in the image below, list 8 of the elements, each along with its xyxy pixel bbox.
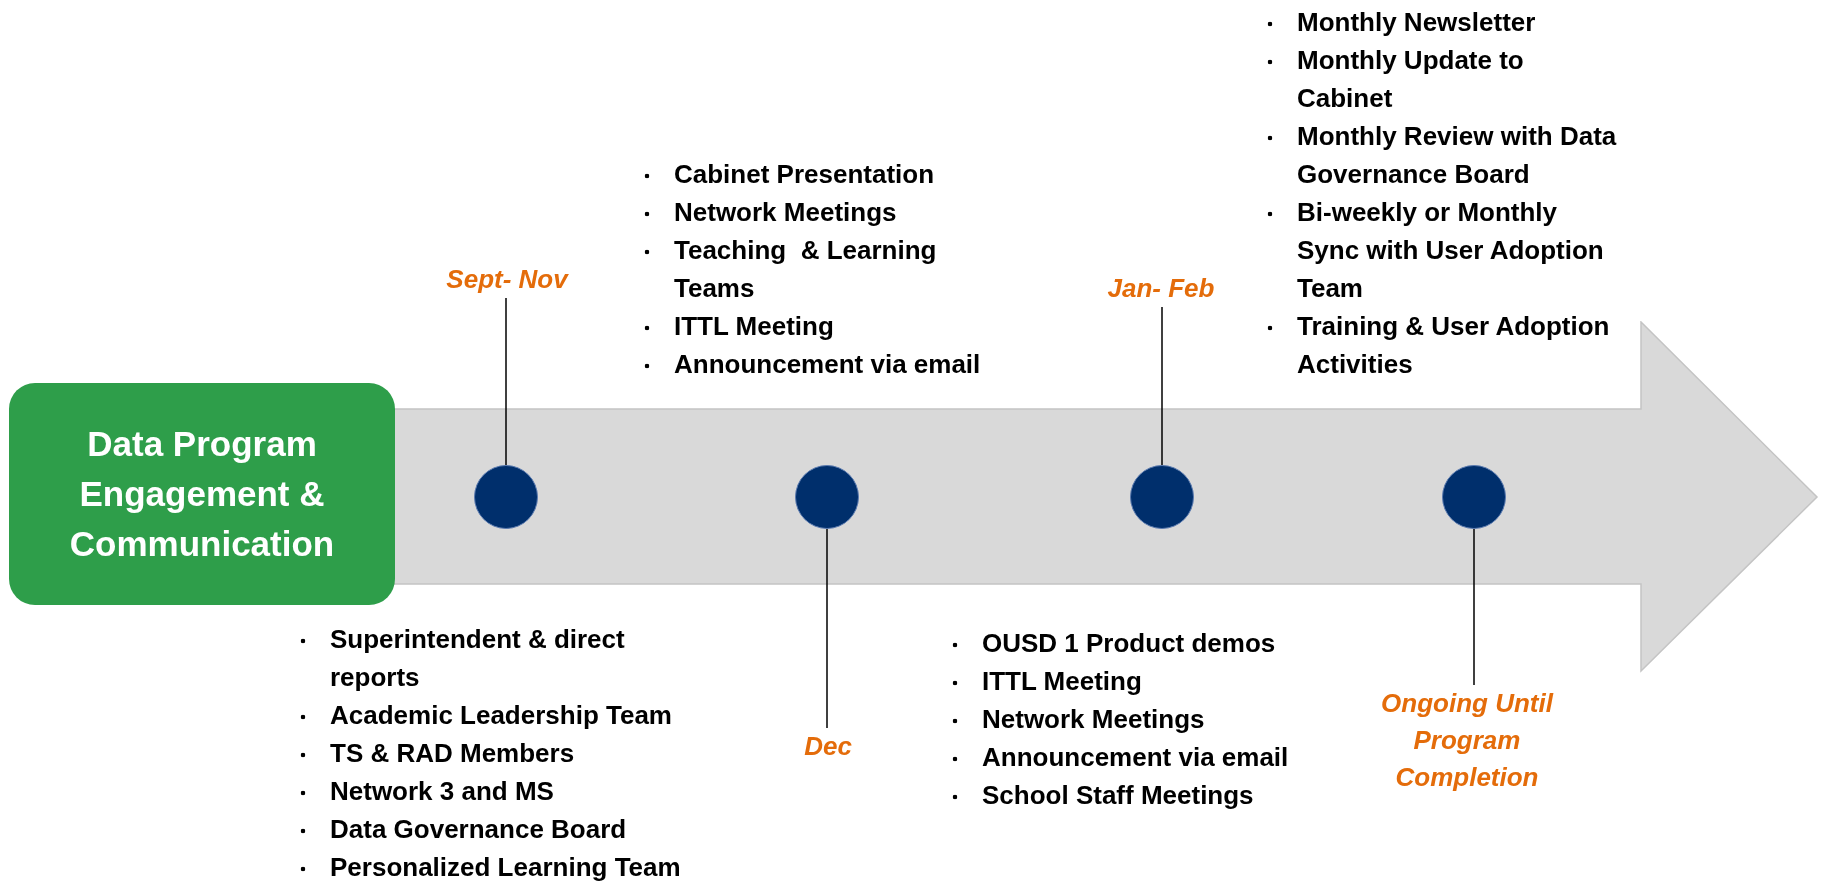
connector-line xyxy=(505,297,507,466)
connector-line xyxy=(826,528,828,729)
connector-line xyxy=(1473,528,1475,686)
date-label: Jan- Feb xyxy=(1071,270,1251,307)
date-label: Sept- Nov xyxy=(407,261,607,298)
date-label: Dec xyxy=(768,728,888,765)
connector-line xyxy=(1161,306,1163,466)
title-box: Data Program Engagement & Communication xyxy=(9,383,395,605)
